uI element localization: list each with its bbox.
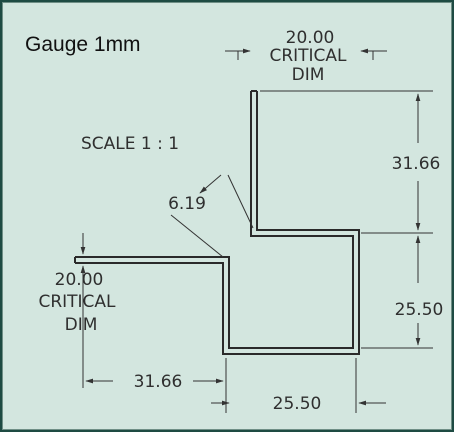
top-critical-value: 20.00	[286, 28, 335, 48]
dim-bottom-left: 31.66	[134, 372, 183, 392]
angled-dimension	[170, 174, 254, 258]
top-critical-label: CRITICAL	[269, 46, 347, 66]
left-critical-dim: DIM	[65, 315, 98, 335]
dim-right-lower: 25.50	[395, 300, 444, 320]
left-critical-label: CRITICAL	[38, 292, 116, 312]
bottom-dimensions	[85, 358, 386, 413]
right-dimensions	[260, 90, 433, 349]
scale-label: SCALE 1 : 1	[81, 134, 179, 154]
part-profile	[74, 90, 360, 355]
top-critical-dim: DIM	[292, 65, 325, 85]
dim-bottom-right: 25.50	[273, 394, 322, 414]
dim-angled: 6.19	[168, 194, 206, 214]
top-critical-dimension	[225, 48, 387, 60]
technical-drawing: 20.00 CRITICAL DIM SCALE 1 : 1 31.66 25.…	[38, 28, 444, 414]
gauge-label: Gauge 1mm	[25, 33, 141, 56]
left-critical-value: 20.00	[55, 270, 104, 290]
dim-right-upper: 31.66	[392, 154, 441, 174]
